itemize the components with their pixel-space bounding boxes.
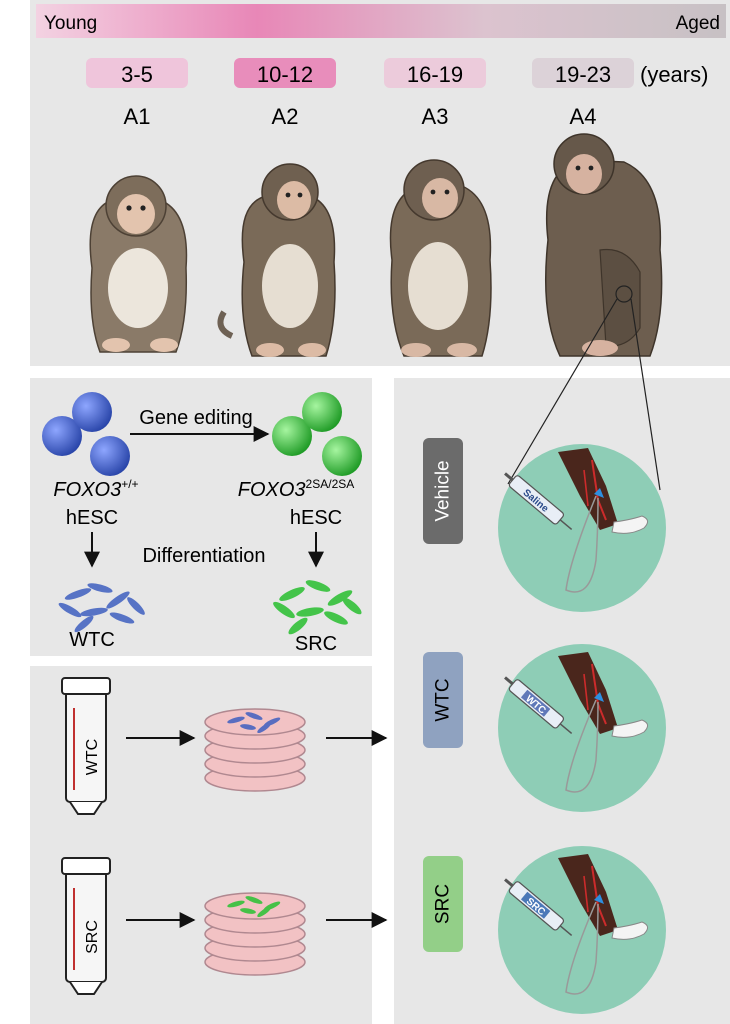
zoom-line-left	[507, 298, 618, 485]
group-a1: A1	[124, 104, 151, 129]
vehicle-injection-illustration: Saline	[498, 444, 666, 612]
age-range-a1: 3-5	[121, 62, 153, 87]
mut-genotype-label: FOXO32SA/2SA	[238, 477, 355, 501]
wtc-dish-stack	[204, 708, 306, 792]
src-label: SRC	[295, 633, 337, 655]
src-vial: SRC	[61, 857, 111, 995]
src-hesc-colony	[272, 392, 362, 476]
monkey-a1-illustration	[89, 175, 188, 353]
wtc-cells	[58, 583, 145, 633]
wtc-label: WTC	[69, 629, 115, 651]
wt-hesc-colony	[42, 392, 130, 476]
zoom-line-right	[630, 298, 661, 491]
aged-label: Aged	[676, 13, 720, 34]
age-range-a4: 19-23	[555, 62, 611, 87]
src-vial-label: SRC	[84, 920, 101, 954]
age-range-a3: 16-19	[407, 62, 463, 87]
src-tag	[423, 856, 463, 952]
age-range-a2: 10-12	[257, 62, 313, 87]
wtc-vial-label: WTC	[84, 739, 101, 775]
gene-editing-label: Gene editing	[139, 407, 252, 429]
wtc-tag-label: WTC	[433, 678, 454, 721]
monkey-a2-illustration	[217, 163, 336, 357]
src-injection-illustration: SRC	[498, 846, 666, 1014]
wtc-injection-illustration: WTC	[498, 644, 666, 812]
wt-genotype-label: FOXO3+/+	[53, 477, 138, 501]
age-gradient-bar	[36, 4, 726, 38]
vehicle-tag-label: Vehicle	[433, 460, 454, 521]
differentiation-label: Differentiation	[142, 545, 265, 567]
young-label: Young	[44, 13, 97, 34]
src-dish-stack	[204, 892, 306, 976]
group-a3: A3	[422, 104, 449, 129]
src-tag-label: SRC	[433, 884, 454, 924]
age-unit: (years)	[640, 62, 708, 87]
wt-hesc-label: hESC	[66, 507, 118, 529]
mut-hesc-label: hESC	[290, 507, 342, 529]
src-cells	[273, 580, 362, 635]
age-tag-a2	[234, 58, 336, 88]
age-tag-a1	[86, 58, 188, 88]
monkey-a3-illustration	[389, 159, 492, 357]
group-a4: A4	[570, 104, 597, 129]
age-tag-a3	[384, 58, 486, 88]
wtc-vial: WTC	[61, 677, 111, 815]
age-tag-a4	[532, 58, 634, 88]
wtc-tag	[423, 652, 463, 748]
vehicle-tag	[423, 438, 463, 544]
group-a2: A2	[272, 104, 299, 129]
